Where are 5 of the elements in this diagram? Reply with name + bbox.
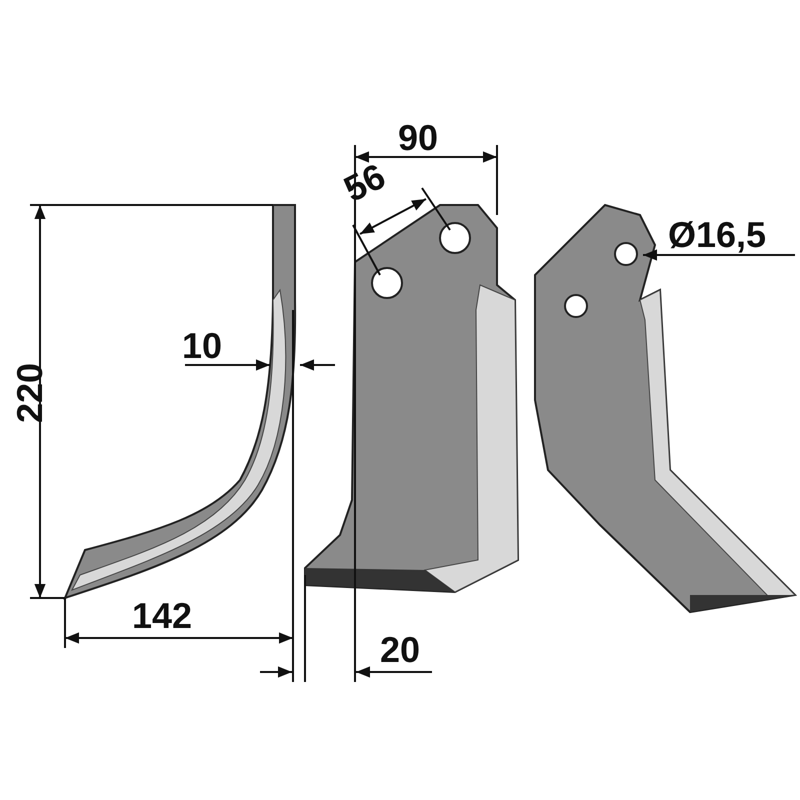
dimension-value: 90 [398, 120, 438, 156]
dimension-value: 10 [182, 328, 222, 364]
dimension-value: 142 [132, 598, 192, 634]
dimension-value: Ø16,5 [668, 217, 766, 253]
dimension-value: 20 [380, 632, 420, 668]
